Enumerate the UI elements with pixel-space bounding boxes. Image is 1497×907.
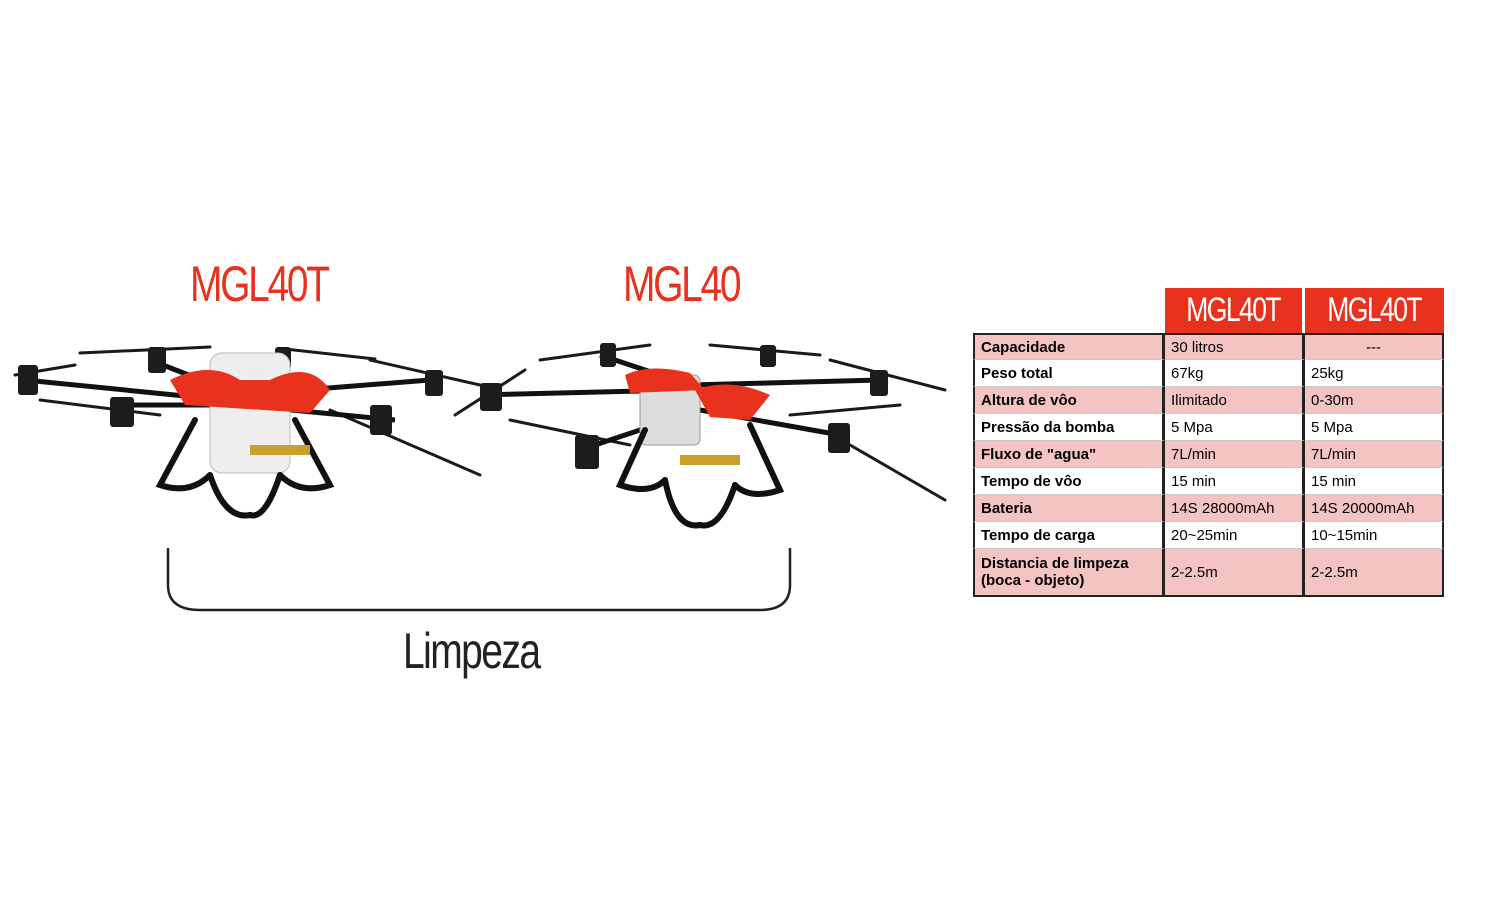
cell-col2: 25kg xyxy=(1305,360,1444,387)
cell-mgl40t: Ilimitado xyxy=(1165,387,1305,414)
cell-col2: 15 min xyxy=(1305,468,1444,495)
table-row: Peso total 67kg 25kg xyxy=(973,360,1444,387)
cell-mgl40t: 67kg xyxy=(1165,360,1305,387)
limpeza-bracket xyxy=(166,548,792,612)
column-header-2: MGL40T xyxy=(1305,288,1444,333)
cell-col2: 14S 20000mAh xyxy=(1305,495,1444,522)
row-label: Peso total xyxy=(973,360,1165,387)
row-label: Distancia de limpeza (boca - objeto) xyxy=(973,549,1165,597)
cell-col2: 0-30m xyxy=(1305,387,1444,414)
header-blank xyxy=(973,288,1165,333)
row-label: Tempo de carga xyxy=(973,522,1165,549)
cell-col2: 7L/min xyxy=(1305,441,1444,468)
row-label: Tempo de vôo xyxy=(973,468,1165,495)
drone-mgl40-image xyxy=(453,343,947,529)
table-row: Bateria 14S 28000mAh 14S 20000mAh xyxy=(973,495,1444,522)
cell-mgl40t: 20~25min xyxy=(1165,522,1305,549)
drone-mgl40t-image xyxy=(13,345,482,519)
model-title-mgl40: MGL40 xyxy=(623,256,742,312)
table-row: Pressão da bomba 5 Mpa 5 Mpa xyxy=(973,414,1444,441)
table-row: Distancia de limpeza (boca - objeto) 2-2… xyxy=(973,549,1444,597)
cell-mgl40t: 2-2.5m xyxy=(1165,549,1305,597)
table-row: Altura de vôo Ilimitado 0-30m xyxy=(973,387,1444,414)
row-label: Pressão da bomba xyxy=(973,414,1165,441)
row-label: Altura de vôo xyxy=(973,387,1165,414)
spec-table: MGL40T MGL40T Capacidade 30 litros --- P… xyxy=(973,288,1444,597)
row-label: Bateria xyxy=(973,495,1165,522)
cell-mgl40t: 15 min xyxy=(1165,468,1305,495)
cell-mgl40t: 5 Mpa xyxy=(1165,414,1305,441)
cell-col2: 5 Mpa xyxy=(1305,414,1444,441)
cell-col2: --- xyxy=(1305,333,1444,360)
table-row: Fluxo de "agua" 7L/min 7L/min xyxy=(973,441,1444,468)
model-title-mgl40t: MGL40T xyxy=(190,256,330,312)
column-header-1: MGL40T xyxy=(1165,288,1305,333)
row-label: Fluxo de "agua" xyxy=(973,441,1165,468)
table-row: Tempo de vôo 15 min 15 min xyxy=(973,468,1444,495)
cell-mgl40t: 14S 28000mAh xyxy=(1165,495,1305,522)
row-label: Capacidade xyxy=(973,333,1165,360)
cell-col2: 2-2.5m xyxy=(1305,549,1444,597)
row-label-line1: Distancia de limpeza xyxy=(981,555,1129,572)
cell-col2: 10~15min xyxy=(1305,522,1444,549)
cell-mgl40t: 7L/min xyxy=(1165,441,1305,468)
cell-mgl40t: 30 litros xyxy=(1165,333,1305,360)
row-label-line2: (boca - objeto) xyxy=(981,572,1085,589)
table-row: Tempo de carga 20~25min 10~15min xyxy=(973,522,1444,549)
limpeza-caption: Limpeza xyxy=(403,623,541,679)
table-row: Capacidade 30 litros --- xyxy=(973,333,1444,360)
